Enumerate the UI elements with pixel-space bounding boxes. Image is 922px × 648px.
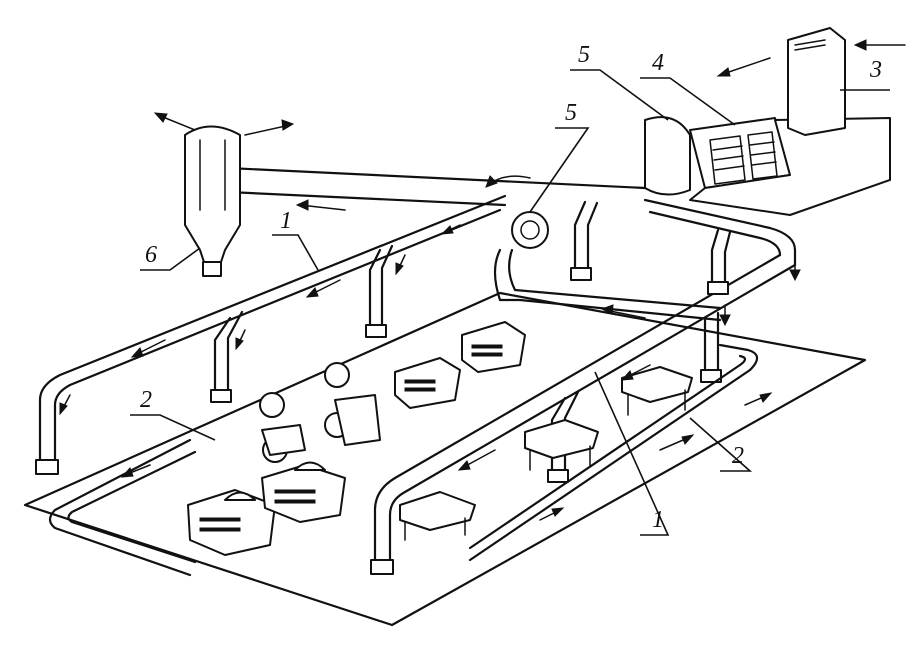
callout-5-top: 5	[570, 42, 669, 121]
svg-text:3: 3	[869, 57, 882, 83]
callout-5-center: 5	[529, 100, 590, 213]
callout-4: 4	[640, 50, 736, 126]
callout-1-right: 1	[594, 371, 670, 536]
floor-duct-loops	[48, 343, 759, 577]
callout-3: 3	[840, 57, 890, 91]
fan-units	[511, 116, 691, 249]
machine-5	[259, 392, 306, 463]
svg-text:2: 2	[140, 387, 152, 413]
machine-3	[187, 489, 276, 556]
callouts: 1 1 2 2 3 4 5 5	[130, 42, 890, 536]
cyclone-separator	[184, 125, 241, 277]
machine-6	[324, 362, 381, 446]
svg-text:5: 5	[578, 42, 590, 68]
svg-text:6: 6	[145, 242, 157, 268]
machine-4	[261, 461, 346, 523]
machine-tools	[187, 321, 693, 556]
svg-text:1: 1	[280, 208, 292, 234]
filter-unit	[689, 117, 791, 189]
callout-6: 6	[140, 242, 201, 271]
machine-1	[394, 357, 461, 409]
svg-text:1: 1	[652, 507, 664, 533]
air-intake-shaft	[689, 27, 891, 216]
workbench-1	[399, 491, 476, 541]
machine-2	[461, 321, 526, 373]
workbench-2	[524, 419, 599, 471]
airflow-arrows	[59, 39, 906, 521]
svg-text:4: 4	[652, 50, 664, 76]
svg-text:5: 5	[565, 100, 577, 126]
callout-2-right: 2	[689, 417, 753, 472]
callout-1-left: 1	[272, 208, 319, 271]
workbench-3	[621, 366, 693, 416]
callout-2-left: 2	[130, 387, 216, 441]
